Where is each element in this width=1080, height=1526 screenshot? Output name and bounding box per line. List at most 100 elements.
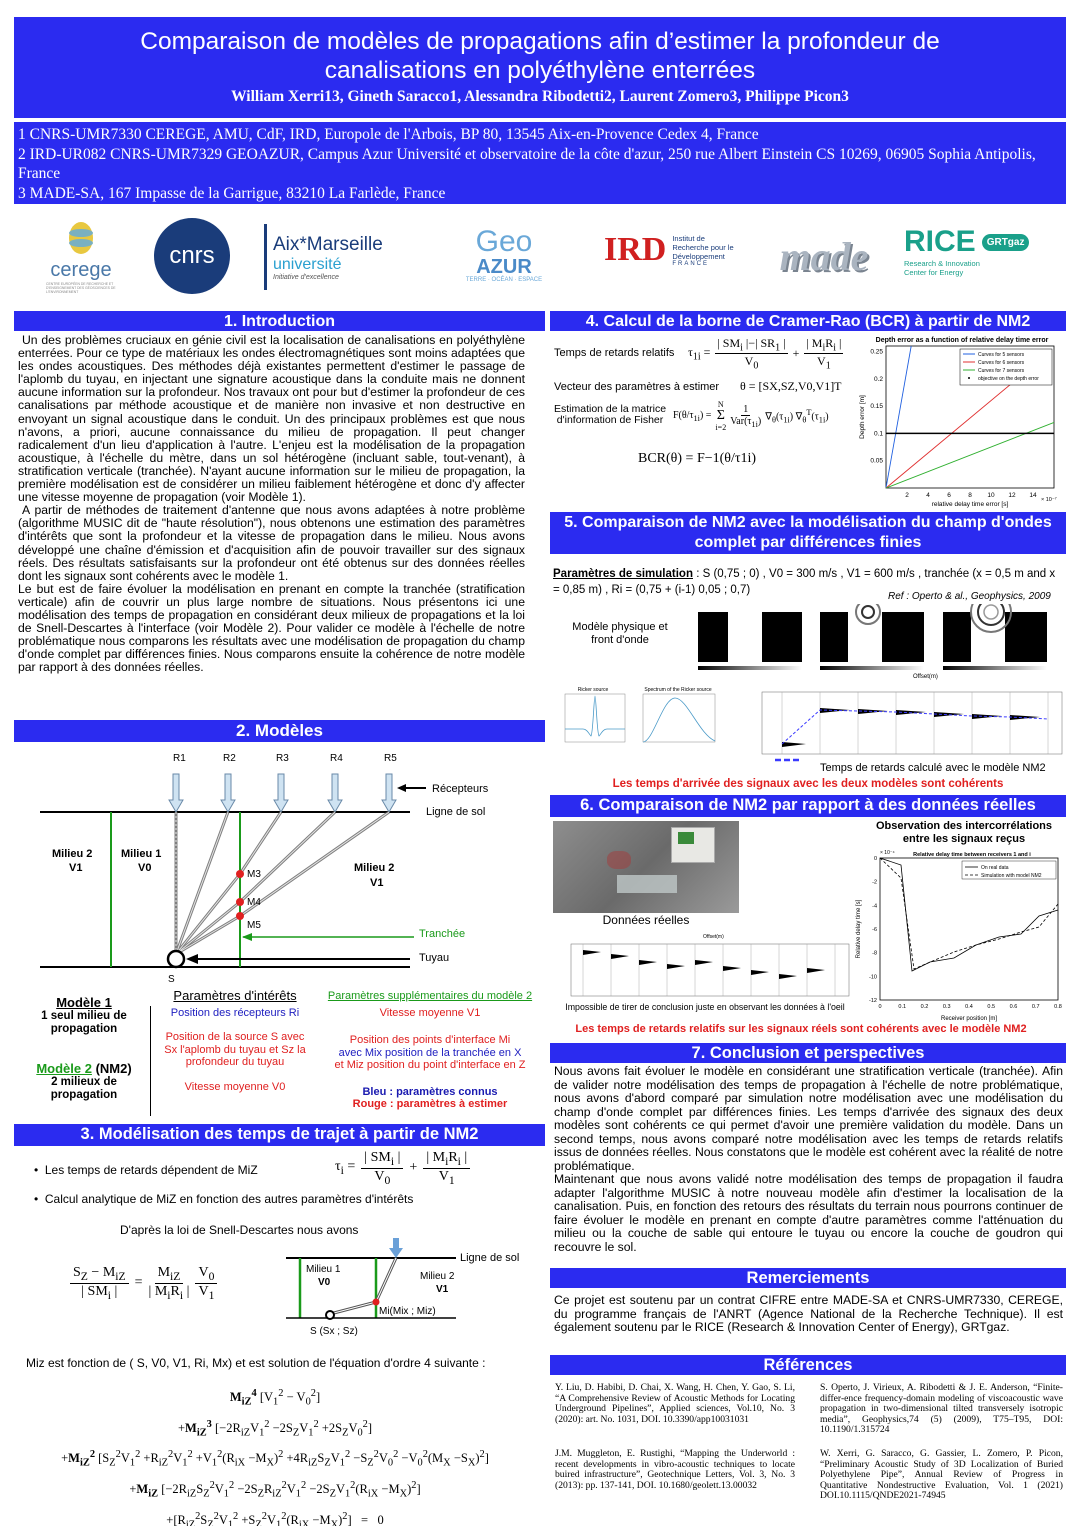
r4-label: R4	[330, 753, 343, 764]
pipe-icon	[166, 949, 186, 969]
seismogram-sim-svg	[761, 691, 1063, 762]
chart2-x-tick: 0.6	[1010, 1004, 1018, 1010]
s5-conclusion: Les temps d'arrivée des signaux avec les…	[612, 778, 1004, 790]
refs-header: Références	[550, 1355, 1066, 1375]
intro-paragraph-3: Le but est de faire évoluer la modélisat…	[18, 581, 525, 675]
made-wordmark: made	[779, 233, 869, 279]
thanks-text: Ce projet est soutenu par un contrat CIF…	[554, 1293, 1063, 1334]
ird-logo: IRD Institut de Recherche pour le Dévelo…	[604, 220, 754, 280]
models-diagram: R1 R2 R3 R4 R5 Récepteurs Ligne de sol M…	[14, 744, 545, 985]
milieu2-right-label: Milieu 2	[354, 862, 394, 874]
amu-logo: Aix*Marseille université Initiative d'ex…	[264, 224, 404, 290]
v0-label: V0	[138, 862, 151, 874]
section-5-header: 5. Comparaison de NM2 avec la modélisati…	[550, 512, 1066, 554]
cerege-globe-icon	[69, 221, 93, 254]
chart2-sim-line	[879, 857, 1059, 970]
section-2-header: 2. Modèles	[14, 720, 545, 742]
ricker-svg: Ricker source Spectrum of the Ricker sou…	[564, 687, 716, 743]
chart1-y-tick: 0.25	[870, 348, 883, 355]
s6-conclusion: Les temps de retards relatifs sur les si…	[575, 1023, 1027, 1035]
modele-physique-label: Modèle physique et front d'onde	[572, 621, 668, 646]
r1-label: R1	[173, 753, 186, 764]
s4-theta-equation: θ = [SX,SZ,V0,V1]T	[740, 379, 842, 393]
conclusion-text: Nous avons fait évoluer le modèle en con…	[554, 1064, 1063, 1254]
rice-row: RICE GRTgaz	[904, 225, 1030, 259]
chart2-x-tick: 0.4	[965, 1004, 973, 1010]
acquisition-box	[671, 827, 715, 863]
chart1-title: Depth error as a function of relative de…	[876, 337, 1049, 344]
affiliation-1: 1 CNRS-UMR7330 CEREGE, AMU, CdF, IRD, Eu…	[18, 126, 759, 143]
poster-title: Comparaison de modèles de propagations a…	[140, 28, 940, 84]
cerege-subtitle: CENTRE EUROPÉEN DE RECHERCHE ET D'ENSEIG…	[46, 281, 116, 294]
wavefield-panels: Offset(m)	[688, 591, 1068, 680]
chart2-y-tick: -8	[872, 951, 877, 957]
milieu1-label: Milieu 1	[121, 848, 161, 860]
param-v0: Vitesse moyenne V0	[184, 1080, 286, 1093]
chart1-x-tick: 6	[947, 492, 951, 499]
m5-label: M5	[247, 920, 261, 931]
model-1-desc: 1 seul milieu de propagation	[41, 1010, 127, 1035]
chart2-y-tick: 0	[874, 856, 877, 862]
model-1-title: Modèle 1	[56, 995, 112, 1010]
r2-label: R2	[223, 753, 236, 764]
amu-tagline: Initiative d'excellence	[273, 273, 339, 281]
chart1-y-tick: 0.1	[874, 430, 883, 437]
conclusion-paragraph-1: Nous avons fait évoluer le modèle en con…	[554, 1064, 1063, 1173]
ird-wordmark: IRD	[604, 231, 667, 268]
snell-s: S (Sx ; Sz)	[310, 1326, 358, 1337]
tranchee-label: Tranchée	[419, 928, 465, 940]
wavefield-offset-label: Offset(m)	[913, 674, 938, 680]
sim-ref: Ref : Operto & al., Geophysics, 2009	[888, 591, 1051, 602]
m3-point	[236, 870, 244, 878]
order4-text: Miz est fonction de ( S, V0, V1, Ri, Mx)…	[26, 1356, 486, 1370]
models-diagram-svg: R1 R2 R3 R4 R5 Récepteurs Ligne de sol M…	[40, 753, 489, 985]
supp-mi-c: et Miz position du point d'interface en …	[334, 1059, 526, 1071]
chart2-x-tick: 0.3	[943, 1004, 951, 1010]
chart2-x-tick: 0.5	[987, 1004, 995, 1010]
chart2-title: Relative delay time between receivers 1 …	[913, 852, 1031, 858]
real-data-chart: Relative delay time between receivers 1 …	[852, 848, 1066, 1022]
chart2-x-tick: 0	[878, 1004, 881, 1010]
snell-milieu2: Milieu 2	[420, 1271, 455, 1282]
chart2-x-tick: 0.1	[898, 1004, 906, 1010]
section-6-header: 6. Comparaison de NM2 par rapport à des …	[550, 795, 1066, 817]
chart1-x-tick: 4	[926, 492, 930, 499]
chart2-x-tick: 0.8	[1054, 1004, 1062, 1010]
params-supp: Paramètres supplémentaires du modèle 2 V…	[315, 990, 545, 1111]
chart2-legend	[961, 860, 1057, 880]
conclusion-paragraph-2: Maintenant que nous avons validé notre m…	[554, 1172, 1063, 1254]
geoazur-tagline: TERRE · OCÉAN · ESPACE	[465, 277, 543, 283]
s4-tau-equation: τ1i = | SMi |−| SR1 |V0 + | MiRi |V1	[688, 336, 844, 372]
chart2-y-tick: -2	[872, 880, 877, 886]
sim-params: Paramètres de simulation : S (0,75 ; 0) …	[553, 566, 1061, 598]
param-receivers: Position des récepteurs Ri	[170, 1006, 300, 1019]
s4-label-2: Vecteur des paramètres à estimer	[554, 381, 720, 393]
s4-label-3b: d'information de Fisher	[556, 414, 664, 426]
model-2-nm2: (NM2)	[95, 1061, 132, 1076]
params-interet: Paramètres d'intérêts Position des récep…	[155, 989, 315, 1093]
reference-4: W. Xerri, G. Saracco, G. Gassier, L. Zom…	[820, 1448, 1063, 1502]
tau-symbol: τi =	[335, 1159, 356, 1178]
amu-university: université	[273, 255, 342, 273]
snell-v0: V0	[318, 1277, 331, 1288]
field-photo	[553, 821, 739, 913]
sensor-array	[617, 875, 677, 893]
tuyau-label: Tuyau	[419, 952, 449, 964]
order4-equation: MiZ4 [V12 − V02] +MiZ3 [−2RiZV12 −2SZV12…	[61, 1388, 489, 1526]
legend-blue: Bleu : paramètres connus	[362, 1085, 498, 1098]
chart1-exp: × 10⁻⁷	[1041, 496, 1057, 503]
chart1-legend-label: Curves for 6 sensors	[978, 360, 1025, 366]
affiliations: 1 CNRS-UMR7330 CEREGE, AMU, CdF, IRD, Eu…	[14, 122, 1066, 204]
snell-diagram: Ri Ligne de sol Milieu 1 V0 Milieu 2 V1 …	[280, 1228, 545, 1342]
m5-point	[236, 912, 244, 920]
seismogram-sim	[740, 684, 1065, 768]
model-2-block: Modèle 2 (NM2) 2 milieux de propagation	[24, 1061, 144, 1102]
rice-wordmark: RICE	[904, 225, 976, 258]
donnees-reelles-label: Données réelles	[602, 913, 690, 927]
chart1-legend	[959, 348, 1053, 386]
real-offset-label: Offset(m)	[703, 934, 724, 940]
chart1-x-tick: 10	[987, 492, 995, 499]
